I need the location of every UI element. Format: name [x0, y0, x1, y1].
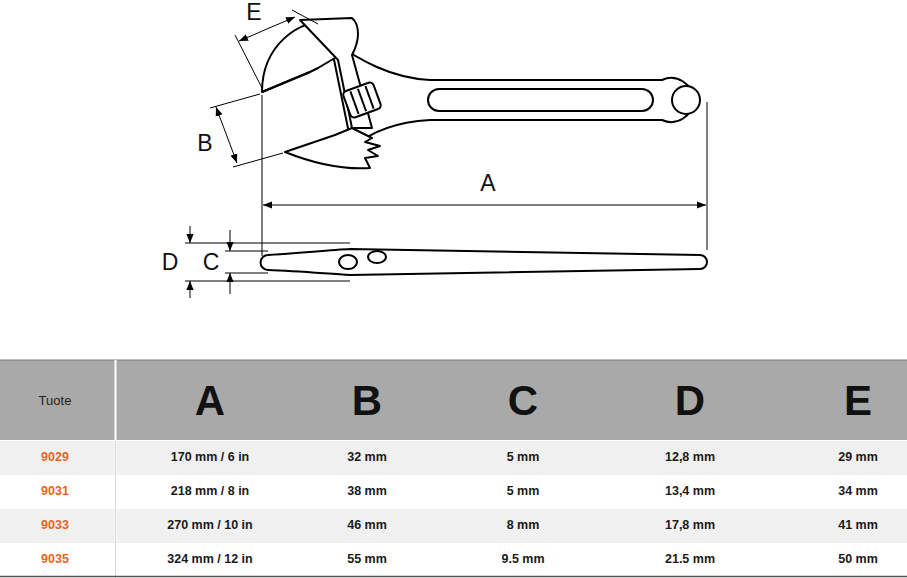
product-code: 9029: [41, 451, 69, 465]
column-header: D: [675, 378, 705, 424]
table-cell: 55 mm: [347, 553, 387, 567]
dimension-letter: A: [480, 171, 495, 196]
table-cell: 21.5 mm: [665, 553, 715, 567]
table-cell: 17,8 mm: [665, 519, 715, 533]
product-code: 9035: [41, 553, 69, 567]
table-cell: 29 mm: [838, 451, 878, 465]
dimension-letter: D: [162, 250, 179, 275]
table-cell: 12,8 mm: [665, 451, 715, 465]
product-code: 9033: [41, 519, 69, 533]
table-cell: 13,4 mm: [665, 485, 715, 499]
column-header: C: [508, 378, 538, 424]
dimension-letter: E: [246, 0, 261, 25]
column-header: A: [195, 378, 225, 424]
table-cell: 5 mm: [507, 451, 540, 465]
table-cell: 50 mm: [838, 553, 878, 567]
wrench-top-view: [262, 18, 700, 168]
table-cell: 46 mm: [347, 519, 387, 533]
table-cell: 170 mm / 6 in: [171, 451, 250, 465]
column-header: E: [844, 378, 872, 424]
wrench-side-view: [261, 249, 708, 275]
dimension-letter: B: [197, 131, 212, 156]
table-cell: 32 mm: [347, 451, 387, 465]
table-cell: 218 mm / 8 in: [171, 485, 250, 499]
column-header: B: [352, 378, 382, 424]
table-cell: 38 mm: [347, 485, 387, 499]
table-cell: 9.5 mm: [501, 553, 544, 567]
table-cell: 41 mm: [838, 519, 878, 533]
table-cell: 8 mm: [507, 519, 540, 533]
dimension-lines: [185, 10, 707, 298]
table-cell: 5 mm: [507, 485, 540, 499]
column-header: Tuote: [39, 394, 72, 408]
table-grid: [0, 360, 907, 578]
dimension-letter: C: [203, 250, 220, 275]
table-cell: 34 mm: [838, 485, 878, 499]
table-cell: 270 mm / 10 in: [167, 519, 252, 533]
table-cell: 324 mm / 12 in: [167, 553, 252, 567]
product-code: 9031: [41, 485, 69, 499]
